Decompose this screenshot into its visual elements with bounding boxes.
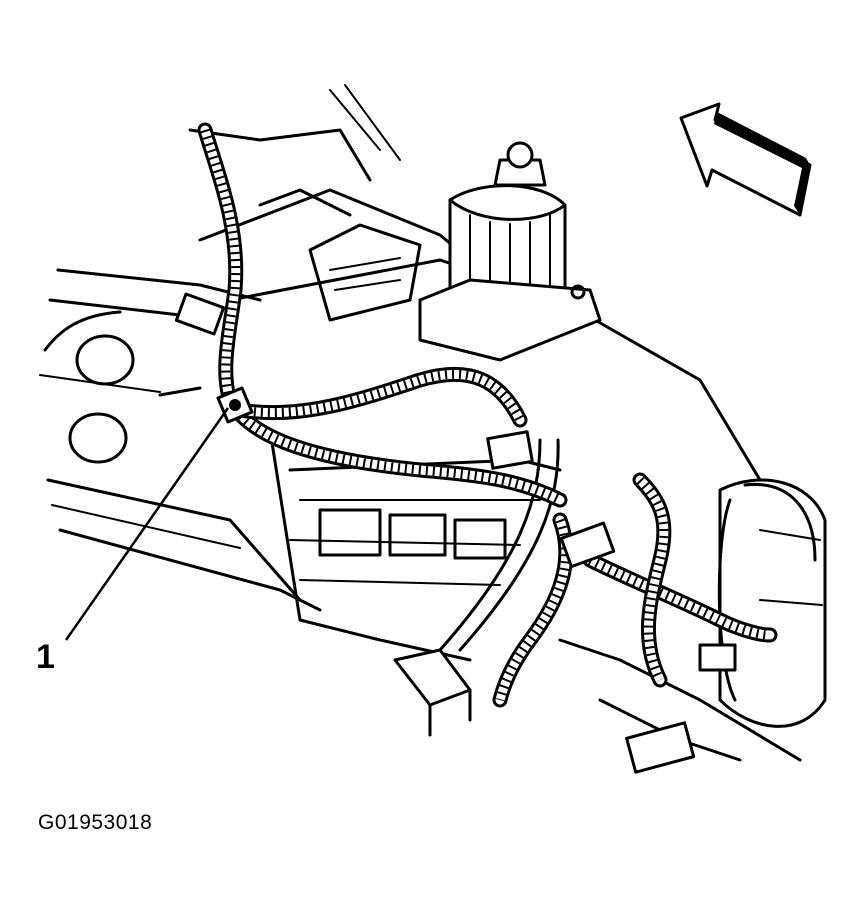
figure-id: G01953018 — [38, 811, 153, 834]
mounting-bracket — [393, 438, 560, 737]
frame-rails — [39, 268, 322, 612]
shift-actuator — [418, 141, 602, 362]
callout-label-1: 1 — [36, 638, 55, 676]
arrow-forward-icon — [679, 102, 812, 217]
output-shaft — [558, 478, 827, 774]
callout-leader-line — [64, 407, 230, 641]
harness-connectors — [158, 292, 737, 672]
